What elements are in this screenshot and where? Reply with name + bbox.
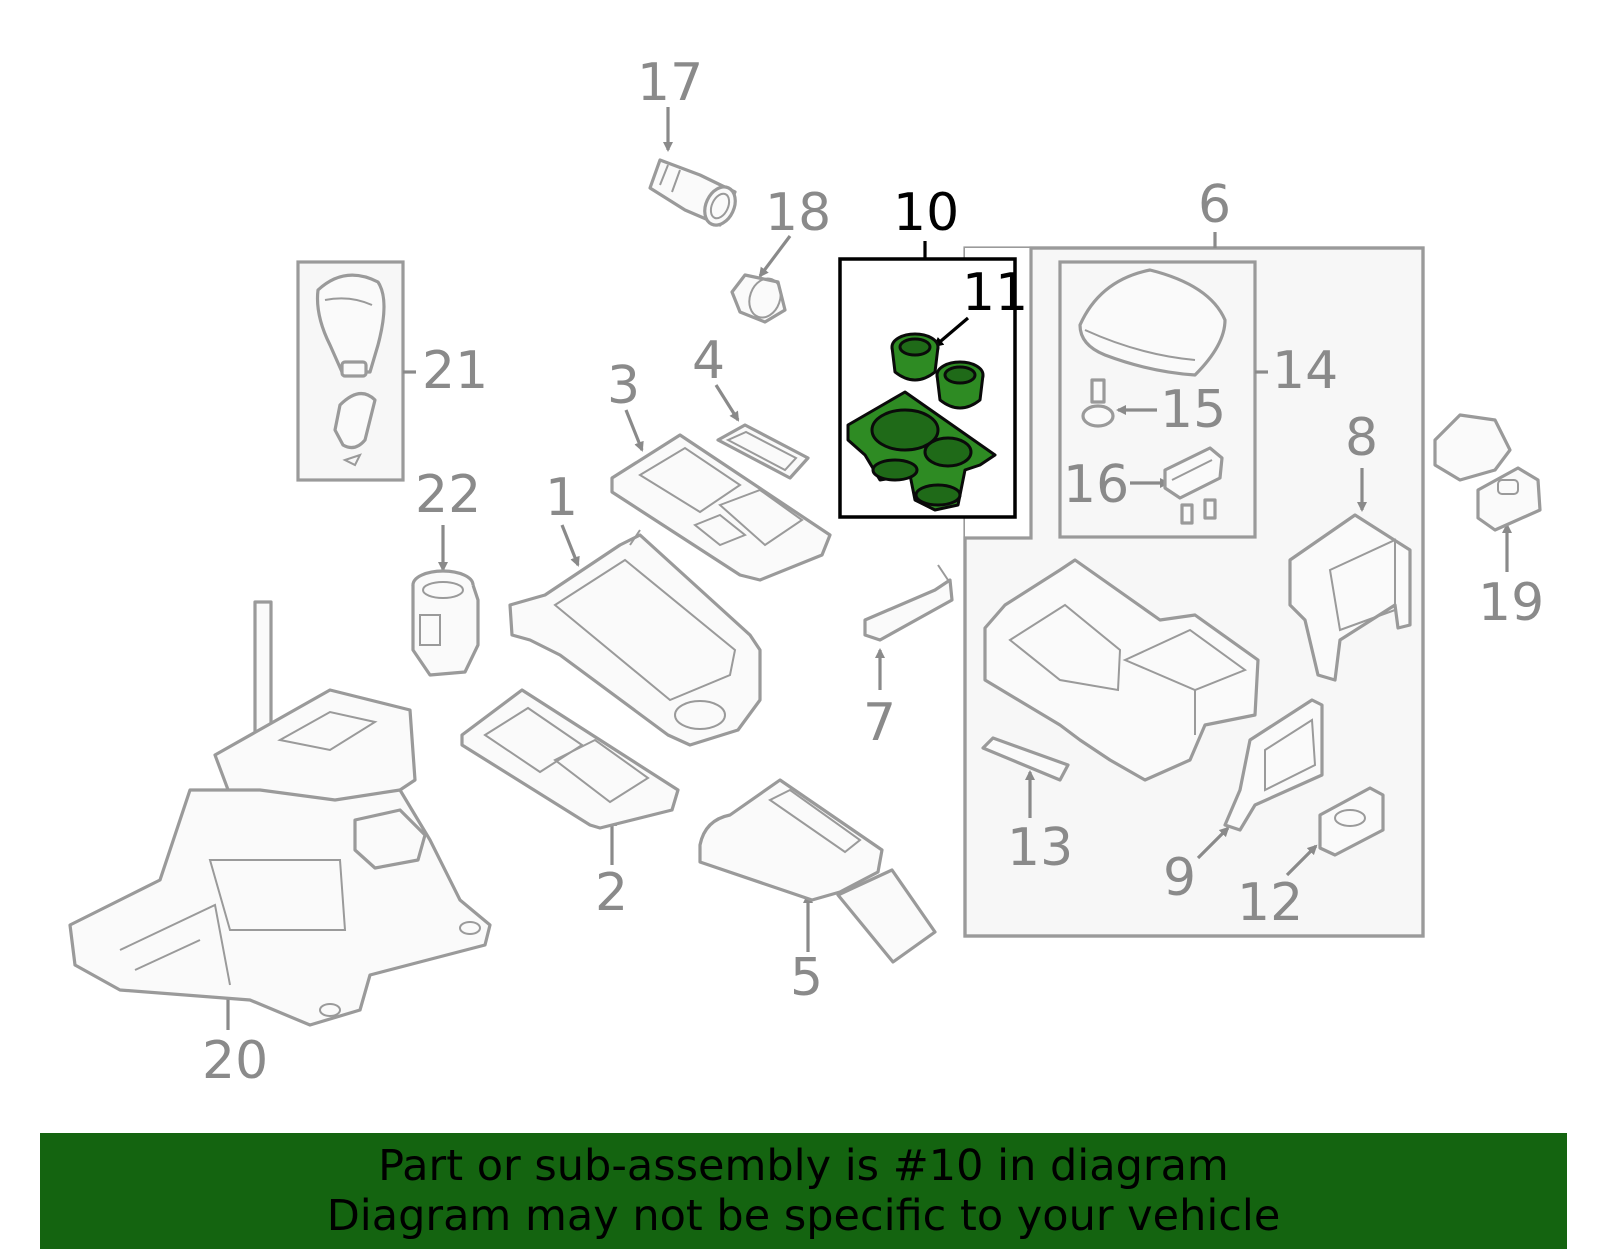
callout-9: 9 bbox=[1163, 848, 1196, 908]
callout-2: 2 bbox=[595, 863, 628, 923]
part-3-upper-panel bbox=[610, 433, 832, 582]
part-17-socket bbox=[648, 158, 737, 227]
part-6-main-console bbox=[983, 558, 1260, 782]
callout-4: 4 bbox=[692, 331, 725, 391]
part-19-bezel bbox=[1433, 413, 1542, 532]
callout-14: 14 bbox=[1272, 341, 1338, 401]
part-1-console-tray bbox=[508, 529, 762, 747]
group-box-6-outline bbox=[963, 246, 1425, 938]
part-14-lid bbox=[1078, 268, 1227, 377]
banner-line-2: Diagram may not be specific to your vehi… bbox=[326, 1191, 1281, 1241]
callout-19: 19 bbox=[1478, 573, 1544, 633]
info-banner: Part or sub-assembly is #10 in diagram D… bbox=[40, 1133, 1567, 1249]
part-18-ring bbox=[730, 273, 787, 324]
part-11-cup-insert bbox=[890, 332, 985, 410]
part-13-strip bbox=[981, 736, 1070, 782]
callout-7: 7 bbox=[863, 693, 896, 753]
part-9-panel bbox=[1223, 698, 1324, 832]
callout-5: 5 bbox=[790, 948, 823, 1008]
part-21-shift-knob bbox=[315, 273, 386, 467]
callout-13: 13 bbox=[1007, 818, 1073, 878]
part-12-switch bbox=[1318, 786, 1385, 857]
callout-17: 17 bbox=[637, 53, 703, 113]
callout-11: 11 bbox=[962, 263, 1028, 323]
part-22-solenoid bbox=[411, 569, 480, 677]
part-20-shifter-assembly bbox=[68, 600, 492, 1027]
callout-6: 6 bbox=[1198, 175, 1231, 235]
callout-1: 1 bbox=[545, 468, 578, 528]
part-8-bracket bbox=[1288, 513, 1412, 682]
callout-3: 3 bbox=[607, 356, 640, 416]
callout-15: 15 bbox=[1160, 380, 1226, 440]
part-2-lower-trim bbox=[460, 688, 680, 830]
callout-labels: 17 18 10 11 6 21 3 4 14 15 8 16 22 1 19 … bbox=[202, 53, 1544, 1091]
callout-20: 20 bbox=[202, 1031, 268, 1091]
part-5-rear-trim bbox=[698, 778, 937, 964]
callout-22: 22 bbox=[415, 465, 481, 525]
leader-lines bbox=[223, 107, 1512, 1030]
part-7-bracket bbox=[863, 564, 954, 642]
part-10-cup-holder bbox=[846, 390, 997, 512]
callout-16: 16 bbox=[1063, 455, 1129, 515]
part-15-bolt bbox=[1081, 378, 1115, 428]
callout-18: 18 bbox=[765, 183, 831, 243]
callout-8: 8 bbox=[1345, 408, 1378, 468]
callout-10: 10 bbox=[893, 183, 959, 243]
part-16-latch bbox=[1163, 446, 1224, 525]
callout-21: 21 bbox=[422, 341, 488, 401]
banner-line-1: Part or sub-assembly is #10 in diagram bbox=[378, 1141, 1229, 1191]
part-4-pad bbox=[716, 423, 810, 480]
callout-12: 12 bbox=[1237, 873, 1303, 933]
